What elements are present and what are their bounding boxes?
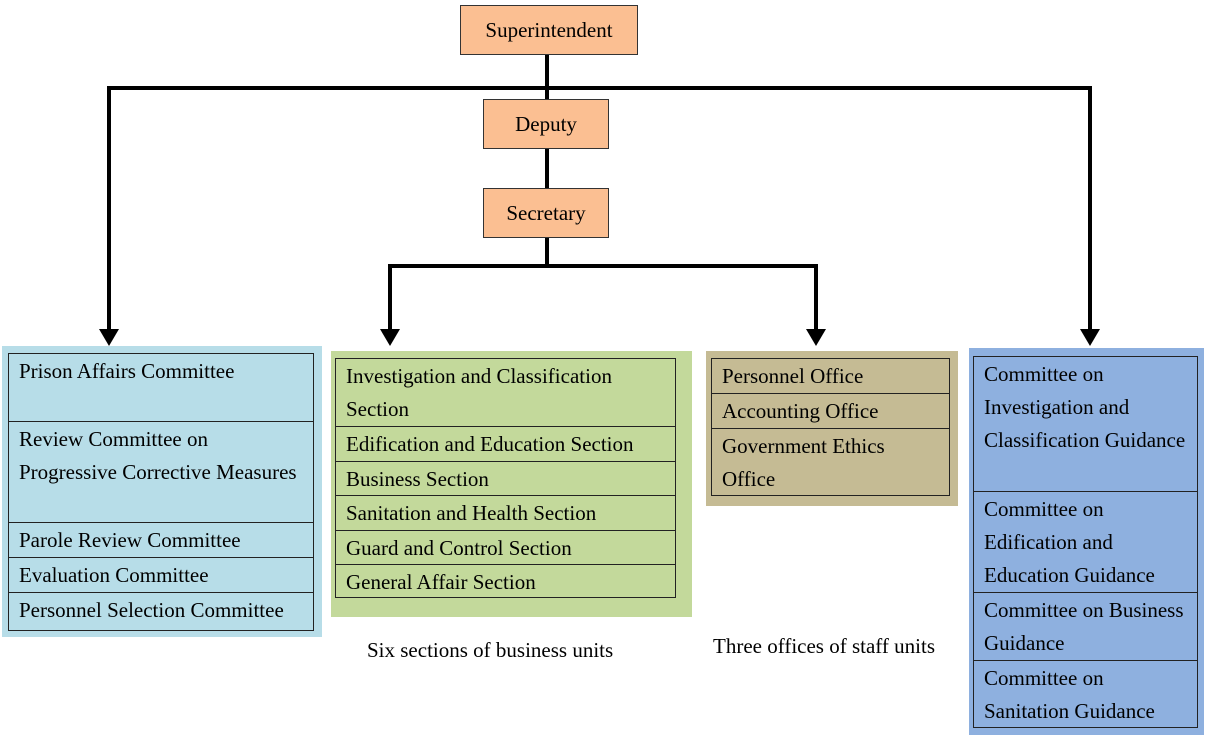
list-item: Committee on Investigation and Classific…	[974, 357, 1197, 492]
list-item: Evaluation Committee	[9, 558, 313, 593]
staff-offices-list: Personnel Office Accounting Office Gover…	[711, 358, 950, 496]
deputy-label: Deputy	[515, 111, 577, 136]
list-item: Prison Affairs Committee	[9, 354, 313, 422]
superintendent-label: Superintendent	[485, 17, 613, 42]
list-item: Government Ethics Office	[722, 434, 885, 491]
list-item: Parole Review Committee	[9, 523, 313, 558]
superintendent-box: Superintendent	[460, 5, 638, 55]
list-item: Committee on Business Guidance	[974, 593, 1197, 661]
right-committees-group: Committee on Investigation and Classific…	[969, 348, 1204, 735]
list-item: Personnel Selection Committee	[19, 598, 284, 622]
staff-units-caption: Three offices of staff units	[713, 634, 935, 658]
list-item: Investigation and Classification Section	[336, 359, 675, 427]
deputy-box: Deputy	[483, 99, 609, 149]
arrow-right-committees	[1080, 329, 1100, 346]
secretary-box: Secretary	[483, 188, 609, 238]
arrow-staff-offices	[806, 329, 826, 346]
list-item: Edification and Education Section	[336, 427, 675, 462]
arrow-left-committees	[99, 329, 119, 346]
business-sections-list: Investigation and Classification Section…	[335, 358, 676, 598]
list-item: Personnel Office	[712, 359, 949, 394]
right-committees-list: Committee on Investigation and Classific…	[973, 356, 1198, 728]
list-item: Committee on Sanitation Guidance	[984, 666, 1155, 723]
list-item: Guard and Control Section	[336, 531, 675, 565]
left-committees-list: Prison Affairs Committee Review Committe…	[8, 353, 314, 631]
list-item: Review Committee on Progressive Correcti…	[9, 422, 313, 523]
secretary-label: Secretary	[506, 200, 586, 225]
list-item: Business Section	[336, 462, 675, 496]
arrow-business-sections	[380, 329, 400, 346]
business-sections-group: Investigation and Classification Section…	[331, 351, 692, 617]
list-item: Accounting Office	[712, 394, 949, 429]
list-item: Sanitation and Health Section	[336, 496, 675, 531]
staff-offices-group: Personnel Office Accounting Office Gover…	[706, 351, 958, 506]
left-committees-group: Prison Affairs Committee Review Committe…	[2, 346, 322, 637]
business-units-caption: Six sections of business units	[367, 638, 614, 662]
list-item: Committee on Edification and Education G…	[974, 492, 1197, 593]
list-item: General Affair Section	[346, 570, 536, 594]
